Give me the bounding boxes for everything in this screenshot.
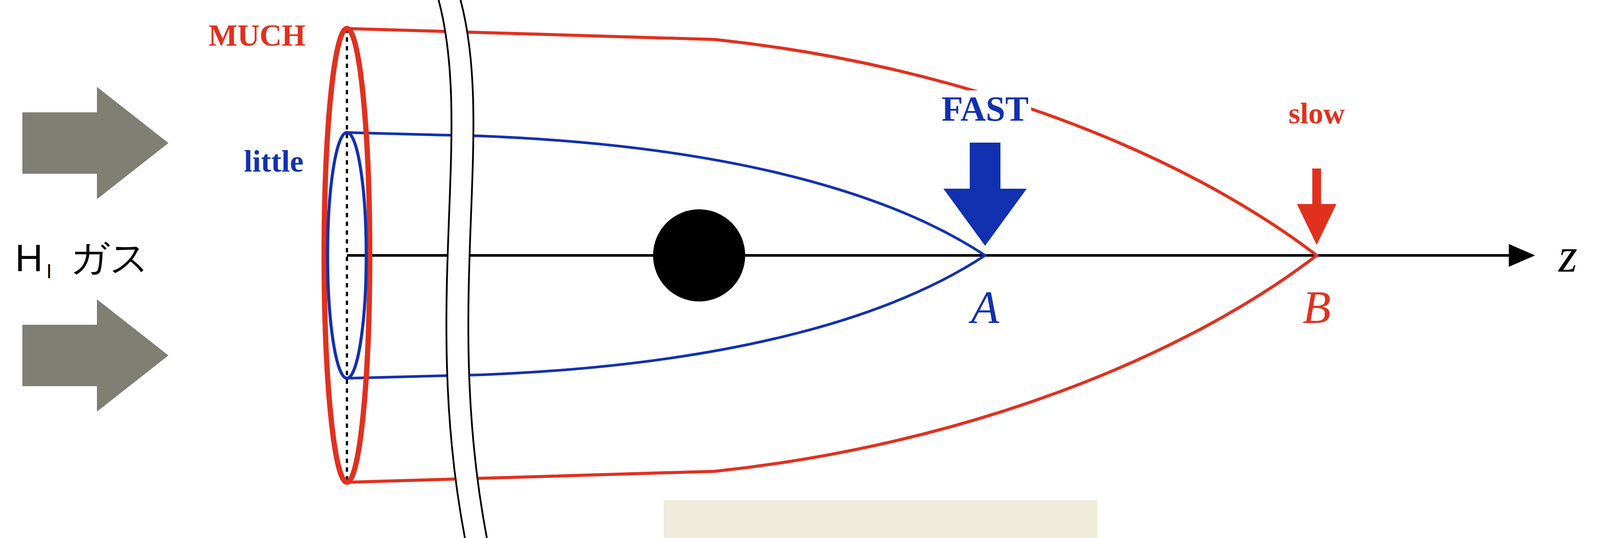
break-mark (438, 0, 465, 538)
point-label: A (968, 283, 1002, 332)
slow-label: slow (1285, 97, 1348, 129)
break-mark (460, 0, 487, 538)
axis-label: z (1556, 230, 1581, 281)
gas-label: ガス (70, 238, 150, 278)
much-envelope (346, 28, 1317, 483)
little-envelope (346, 132, 986, 379)
flow-arrow (22, 86, 169, 200)
formula-box (663, 500, 1098, 538)
fast-arrow (943, 142, 1027, 246)
flow-arrow (22, 299, 169, 412)
accreting-body (653, 209, 746, 302)
much-label: MUCH (205, 19, 309, 52)
slow-arrow (1296, 168, 1337, 245)
little-cross-section (327, 132, 367, 379)
gas-label: H (14, 238, 43, 278)
point-label: B (1300, 283, 1334, 332)
axis-arrowhead (1508, 243, 1536, 267)
fast-label: FAST (939, 90, 1032, 128)
much-cross-section (324, 28, 370, 483)
little-label: little (241, 145, 307, 178)
break-band (438, 0, 487, 538)
z-axis (346, 253, 1522, 257)
gas-subscript: I (46, 260, 53, 282)
